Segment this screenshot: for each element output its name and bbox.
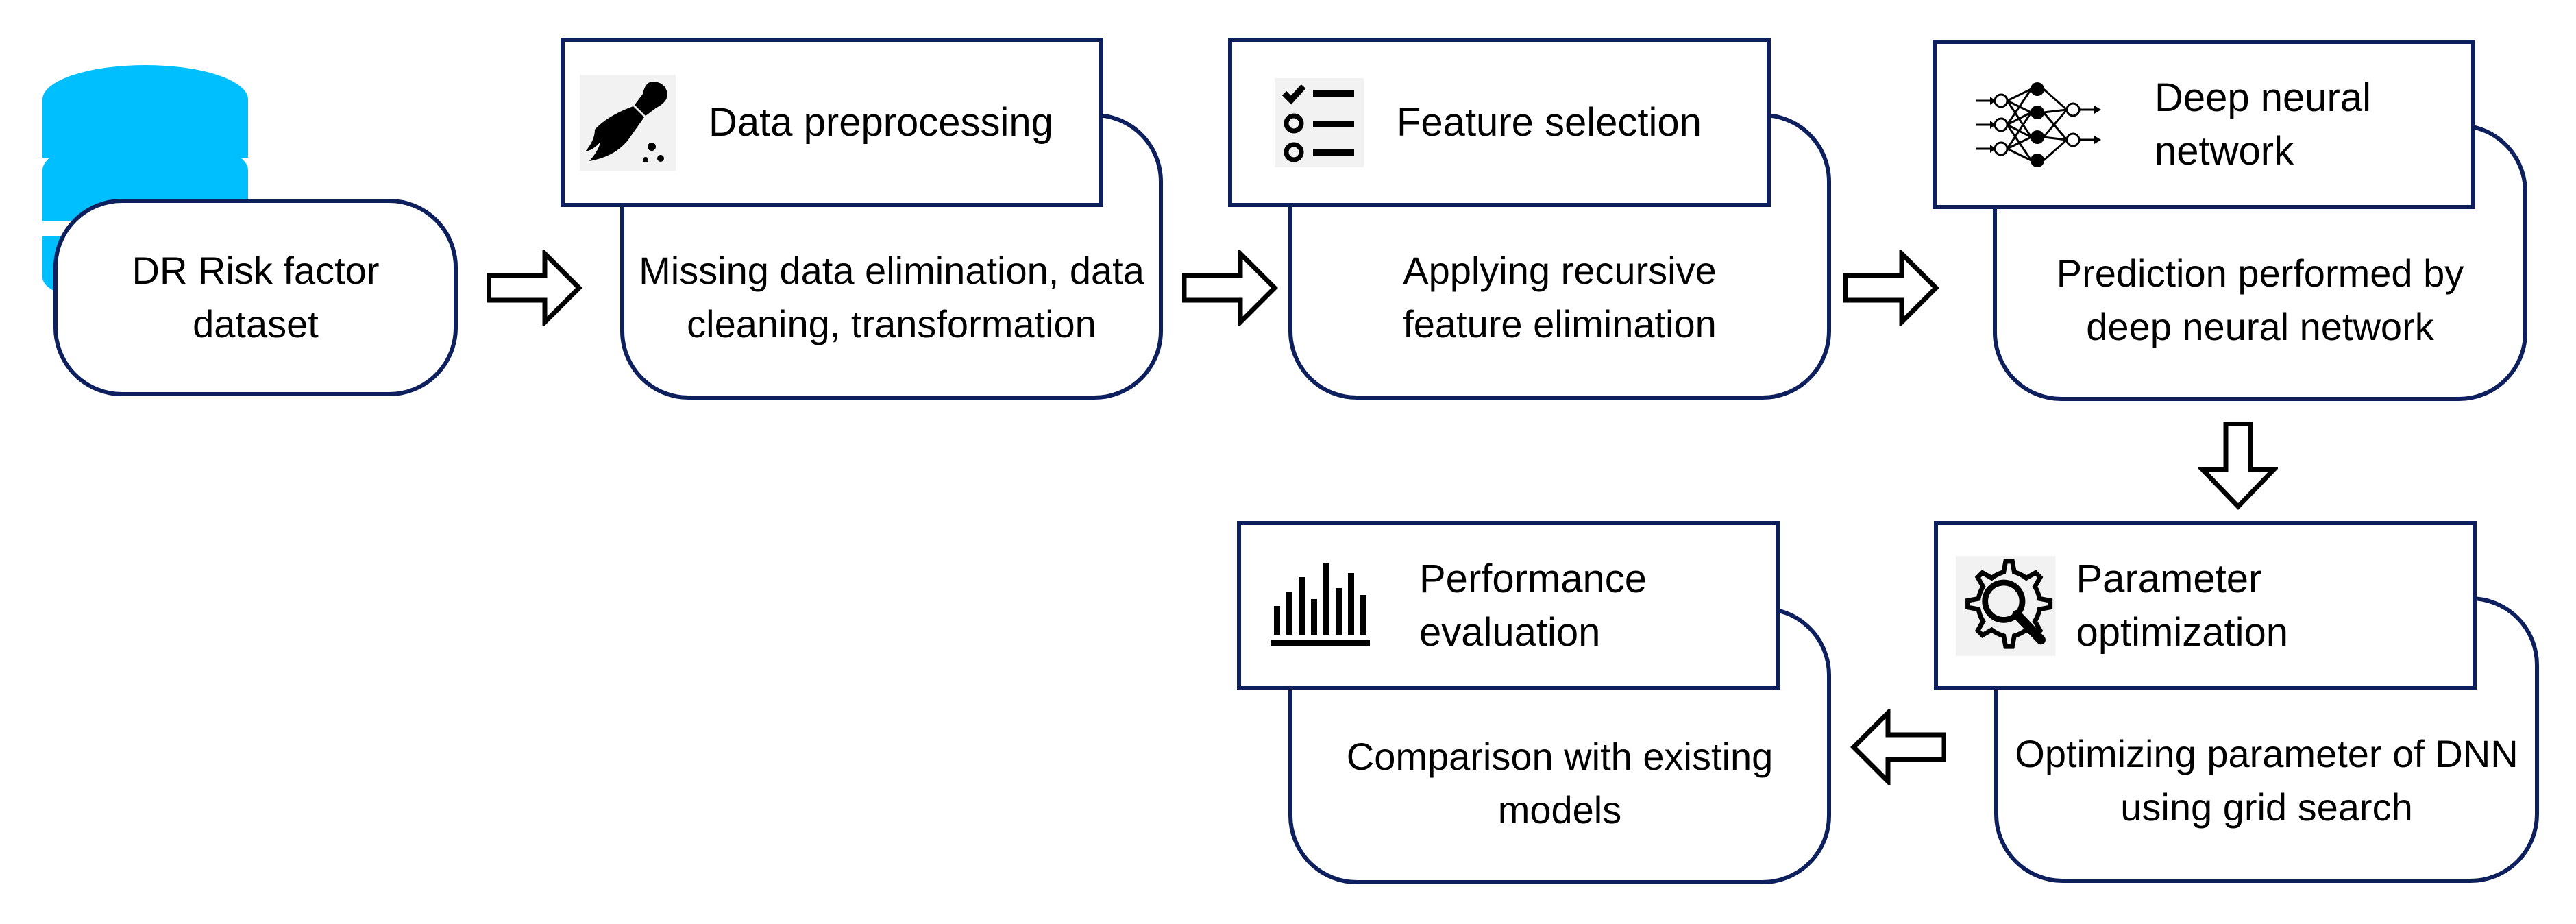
step-header-feature-selection: Feature selection [1228, 38, 1771, 207]
arrow-right-icon [1843, 250, 1939, 326]
dataset-box: DR Risk factor dataset [53, 199, 458, 396]
step-body-text: Prediction performed by deep neural netw… [2056, 251, 2464, 348]
step-body-text: Missing data elimination, data cleaning,… [639, 249, 1144, 345]
step-body-text: Applying recursive feature elimination [1403, 249, 1717, 345]
checklist-icon [1275, 77, 1364, 167]
gear-search-icon [1956, 555, 2056, 656]
step-header-data-preprocessing: Data preprocessing [561, 38, 1103, 207]
step-title: Performance evaluation [1419, 556, 1647, 655]
dataset-label: DR Risk factor dataset [132, 249, 380, 345]
step-title: Data preprocessing [709, 99, 1053, 145]
neural-network-icon [1976, 82, 2101, 167]
step-title: Parameter optimization [2076, 556, 2288, 655]
step-header-parameter-optimization: Parameter optimization [1934, 521, 2477, 690]
step-header-deep-neural-network: Deep neural network [1933, 40, 2475, 209]
arrow-right-icon [1182, 250, 1278, 326]
bar-chart-icon [1271, 563, 1370, 646]
step-header-performance-evaluation: Performance evaluation [1237, 521, 1780, 690]
step-title: Deep neural network [2155, 75, 2371, 173]
step-title: Feature selection [1397, 99, 1702, 145]
arrow-right-icon [487, 250, 582, 326]
step-body-text: Comparison with existing models [1346, 734, 1774, 831]
arrow-left-icon [1850, 709, 1946, 785]
arrow-down-icon [2198, 422, 2278, 511]
broom-icon [580, 74, 676, 171]
step-body-text: Optimizing parameter of DNN using grid s… [2015, 732, 2518, 829]
